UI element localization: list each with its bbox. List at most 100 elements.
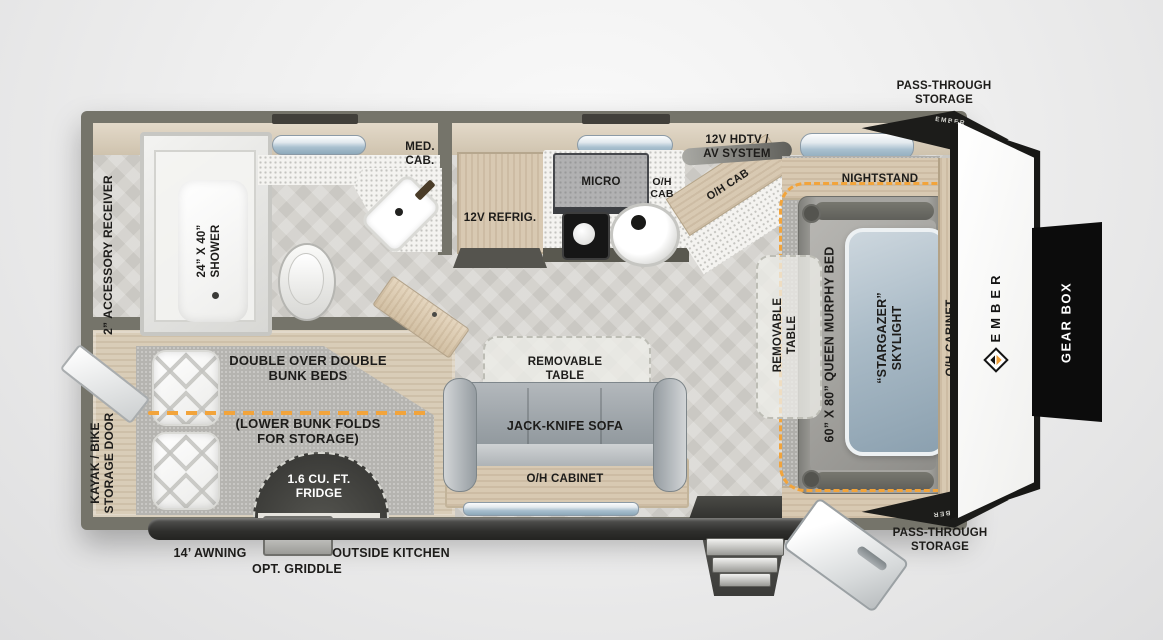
pass-through-top-line2: STORAGE bbox=[914, 93, 974, 106]
roof-vent bbox=[582, 114, 670, 124]
ember-diamond-icon bbox=[983, 347, 1009, 374]
brand-wordmark-cap: EMBER bbox=[988, 270, 1004, 343]
bed-bolster-bottom bbox=[814, 472, 934, 490]
front-cap-logo: EMBER bbox=[976, 240, 1016, 400]
pass-through-bottom-line2: STORAGE bbox=[910, 540, 970, 553]
shower-drain bbox=[212, 292, 219, 299]
bed-table-line2: TABLE bbox=[785, 315, 798, 355]
bunk-beds-label: DOUBLE OVER DOUBLE BUNK BEDS bbox=[222, 353, 394, 384]
microwave-label: MICRO bbox=[581, 176, 621, 189]
outside-kitchen-text: OUTSIDE KITCHEN bbox=[332, 546, 450, 560]
sofa-armrest-right bbox=[653, 378, 687, 492]
awning-rail bbox=[148, 518, 858, 540]
bunk-label-line3: (LOWER BUNK FOLDS bbox=[235, 416, 381, 431]
oh-cab-line1: O/H bbox=[652, 176, 672, 188]
nightstand-band bbox=[782, 158, 940, 200]
sofa-oh-cabinet-text: O/H CABINET bbox=[526, 473, 604, 485]
sofa-window bbox=[463, 502, 639, 516]
toilet-lid bbox=[288, 253, 324, 305]
sofa-seat bbox=[452, 444, 676, 466]
sofa-oh-cabinet-label: O/H CABINET bbox=[445, 473, 685, 487]
bunk-mattress-lower bbox=[152, 432, 220, 510]
bath-sink-drain bbox=[395, 208, 403, 216]
roof-vent bbox=[272, 114, 358, 124]
med-cab-line1: MED. bbox=[405, 141, 435, 153]
kitchen-sink bbox=[610, 203, 680, 267]
bunk-label-line1: DOUBLE OVER DOUBLE bbox=[229, 353, 387, 368]
hdtv-label: 12V HDTV / AV SYSTEM bbox=[676, 134, 798, 161]
sofa-label-text: JACK-KNIFE SOFA bbox=[506, 419, 624, 433]
stove-burner bbox=[573, 223, 595, 245]
med-cab-label: MED. CAB. bbox=[396, 141, 444, 168]
accessory-receiver-label: 2” ACCESSORY RECEIVER bbox=[101, 150, 117, 360]
pass-through-bottom-line1: PASS-THROUGH bbox=[892, 527, 988, 539]
pass-through-label-bottom: PASS-THROUGH STORAGE bbox=[878, 527, 1002, 554]
sofa-seam bbox=[527, 388, 529, 454]
shower-label-line1: 24” X 40” bbox=[196, 224, 208, 278]
bunk-label-line4: FOR STORAGE) bbox=[257, 431, 359, 447]
med-cab-line2: CAB. bbox=[405, 154, 435, 167]
skylight-line2: SKYLIGHT bbox=[889, 305, 904, 371]
sofa-label: JACK-KNIFE SOFA bbox=[470, 419, 660, 434]
pass-through-top-line1: PASS-THROUGH bbox=[896, 80, 992, 92]
bed-table-line1: REMOVABLE bbox=[772, 297, 784, 373]
awning-label: 14’ AWNING bbox=[150, 546, 270, 561]
hdtv-line2: AV SYSTEM bbox=[703, 147, 771, 160]
awning-text: 14’ AWNING bbox=[173, 546, 247, 560]
entry-step bbox=[712, 557, 778, 573]
gear-box-label: GEAR BOX bbox=[1059, 233, 1076, 413]
bathroom-door-handle bbox=[432, 312, 437, 317]
kayak-door-label: KAYAK / BIKE STORAGE DOOR bbox=[88, 388, 120, 538]
living-table-line1: REMOVABLE bbox=[527, 356, 603, 368]
opt-griddle-label: OPT. GRIDDLE bbox=[247, 562, 347, 577]
bed-knob-top bbox=[802, 204, 821, 223]
refrigerator-base bbox=[453, 248, 547, 268]
sofa-overhead-cabinet bbox=[445, 458, 689, 508]
mini-fridge-label: 1.6 CU. FT. FRIDGE bbox=[253, 472, 385, 500]
murphy-bed-label: 60” X 80” QUEEN MURPHY BED bbox=[823, 215, 840, 475]
refrig-label-text: 12V REFRIG. bbox=[463, 212, 537, 224]
bathroom-window bbox=[272, 135, 366, 155]
skylight-line1: “STARGAZER” bbox=[875, 292, 889, 384]
outside-kitchen-label: OUTSIDE KITCHEN bbox=[328, 546, 454, 561]
bed-bolster-top bbox=[814, 202, 934, 220]
bunk-fold-label: (LOWER BUNK FOLDS FOR STORAGE) bbox=[222, 416, 394, 447]
kayak-line1: KAYAK / BIKE bbox=[88, 422, 102, 504]
refrigerator-label: 12V REFRIG. bbox=[448, 212, 552, 226]
opt-griddle-text: OPT. GRIDDLE bbox=[252, 562, 342, 576]
murphy-bed-text: 60” X 80” QUEEN MURPHY BED bbox=[822, 246, 837, 443]
oh-cab-label: O/H CAB bbox=[640, 176, 684, 201]
fridge-label-line1: 1.6 CU. FT. bbox=[287, 472, 351, 486]
shower-label: 24” X 40” SHOWER bbox=[196, 181, 230, 321]
living-table-line2: TABLE bbox=[545, 369, 585, 382]
bunk-label-line2: BUNK BEDS bbox=[268, 368, 348, 384]
gear-box-text: GEAR BOX bbox=[1058, 281, 1074, 364]
removable-table-bedroom bbox=[756, 255, 822, 419]
hdtv-line1: 12V HDTV / bbox=[705, 134, 769, 146]
sofa-armrest-left bbox=[443, 378, 477, 492]
entry-threshold bbox=[688, 496, 792, 522]
sofa-seam bbox=[600, 388, 602, 454]
fridge-label-line2: FRIDGE bbox=[295, 486, 343, 501]
mini-fridge-base bbox=[258, 513, 380, 518]
accessory-receiver-text: 2” ACCESSORY RECEIVER bbox=[101, 175, 115, 335]
microwave-base bbox=[553, 207, 645, 214]
entry-step bbox=[719, 573, 771, 587]
oh-cab-line2: CAB bbox=[650, 188, 674, 201]
nightstand-label: NIGHTSTAND bbox=[800, 173, 960, 187]
nightstand-text: NIGHTSTAND bbox=[841, 173, 919, 185]
pass-through-label-top: PASS-THROUGH STORAGE bbox=[882, 80, 1006, 107]
entry-step bbox=[706, 538, 784, 556]
kitchen-sink-drain bbox=[631, 215, 646, 230]
shower-label-line2: SHOWER bbox=[209, 224, 222, 278]
skylight-label: “STARGAZER” SKYLIGHT bbox=[875, 238, 909, 438]
oh-cab-angled-label: O/H CAB bbox=[704, 166, 752, 203]
bedroom-window bbox=[800, 133, 914, 160]
removable-table-bedroom-label: REMOVABLE TABLE bbox=[772, 258, 802, 412]
front-cap-panel bbox=[958, 122, 1034, 518]
kayak-line2: STORAGE DOOR bbox=[102, 412, 117, 514]
gear-box bbox=[1032, 222, 1102, 422]
refrigerator bbox=[457, 152, 547, 254]
bunk-fold-dashline bbox=[148, 411, 432, 415]
